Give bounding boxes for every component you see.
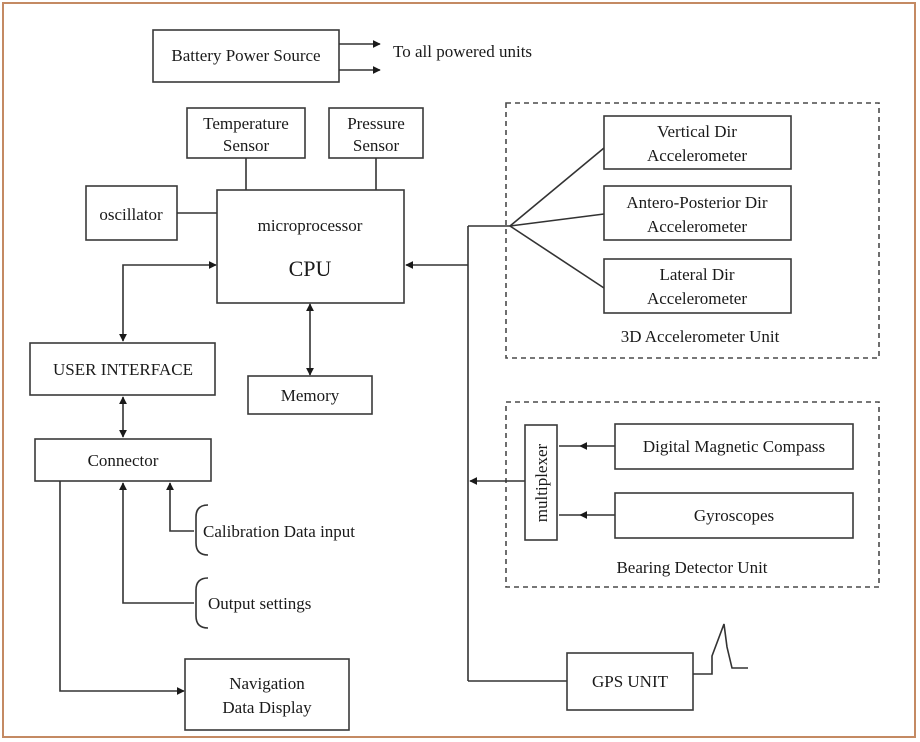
cpu-label: CPU bbox=[289, 256, 332, 281]
temperature-sensor-label-2: Sensor bbox=[223, 136, 270, 155]
navigation-display-box bbox=[184, 658, 350, 731]
vertical-accelerometer-label-2: Accelerometer bbox=[647, 146, 747, 165]
gps-box bbox=[566, 652, 694, 711]
bearing-unit-label: Bearing Detector Unit bbox=[616, 558, 767, 577]
lateral-accelerometer-label-2: Accelerometer bbox=[647, 289, 747, 308]
cpu-ui-arrow bbox=[119, 261, 217, 342]
accelerometer-unit-label: 3D Accelerometer Unit bbox=[621, 327, 780, 346]
gyroscopes-box bbox=[614, 492, 854, 539]
connector-label: Connector bbox=[88, 451, 159, 470]
navigation-display-label-2: Data Display bbox=[222, 698, 312, 717]
antenna-icon bbox=[693, 623, 748, 675]
user-interface-label: USER INTERFACE bbox=[53, 360, 193, 379]
output-settings-brace bbox=[195, 577, 209, 629]
calibration-arrow bbox=[166, 482, 194, 532]
gps-label: GPS UNIT bbox=[592, 672, 669, 691]
battery-box bbox=[152, 29, 340, 83]
antero-accelerometer-label-2: Accelerometer bbox=[647, 217, 747, 236]
connector-display-arrow bbox=[59, 481, 185, 695]
memory-label: Memory bbox=[281, 386, 340, 405]
vertical-accelerometer-box bbox=[603, 115, 792, 170]
temperature-sensor-box bbox=[186, 107, 306, 159]
pressure-sensor-label-2: Sensor bbox=[353, 136, 400, 155]
temperature-sensor-label-1: Temperature bbox=[203, 114, 289, 133]
antero-accelerometer-label-1: Antero-Posterior Dir bbox=[626, 193, 768, 212]
powered-units-label: To all powered units bbox=[393, 42, 532, 61]
gyroscopes-label: Gyroscopes bbox=[694, 506, 774, 525]
cpu-box bbox=[216, 189, 405, 304]
lateral-accelerometer-box bbox=[603, 258, 792, 314]
antero-accelerometer-box bbox=[603, 185, 792, 241]
output-settings-arrow bbox=[119, 482, 194, 604]
calibration-brace bbox=[195, 504, 209, 556]
multiplexer-label: multiplexer bbox=[532, 443, 551, 522]
lateral-accel-link bbox=[509, 225, 605, 289]
vertical-accelerometer-label-1: Vertical Dir bbox=[657, 122, 737, 141]
oscillator-label: oscillator bbox=[99, 205, 163, 224]
connector-box bbox=[34, 438, 212, 482]
memory-box bbox=[247, 375, 373, 415]
lateral-accelerometer-label-1: Lateral Dir bbox=[659, 265, 734, 284]
multiplexer-box bbox=[524, 424, 558, 541]
navigation-display-label-1: Navigation bbox=[229, 674, 305, 693]
battery-label: Battery Power Source bbox=[171, 46, 320, 65]
microprocessor-label: microprocessor bbox=[258, 216, 363, 235]
vertical-accel-link bbox=[509, 147, 605, 227]
pressure-sensor-box bbox=[328, 107, 424, 159]
compass-box bbox=[614, 423, 854, 470]
calibration-label: Calibration Data input bbox=[203, 522, 355, 541]
user-interface-box bbox=[29, 342, 216, 396]
accelerometer-unit-frame bbox=[505, 102, 880, 359]
antero-accel-link bbox=[509, 213, 605, 227]
pressure-sensor-label-1: Pressure bbox=[347, 114, 405, 133]
output-settings-label: Output settings bbox=[208, 594, 311, 613]
compass-label: Digital Magnetic Compass bbox=[643, 437, 825, 456]
